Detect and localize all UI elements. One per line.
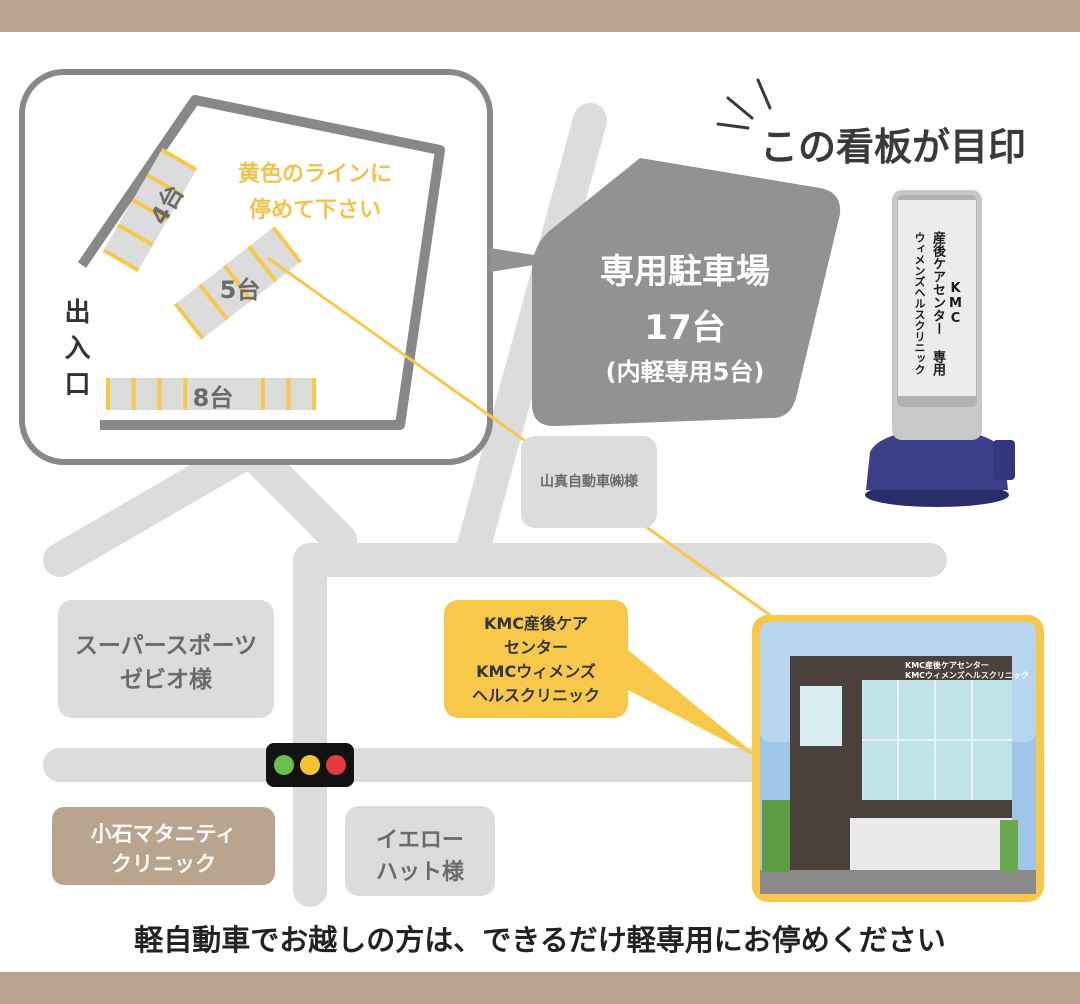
yellowhat-line2: ハット様 [375,860,464,885]
parking-callout-box [532,158,841,427]
sign-col2: 産後ケアセンター 専用 [930,230,945,376]
clinic-callout: KMC産後ケア センター KMCウィメンズ ヘルスクリニック [444,600,628,718]
building-sign-line1: KMC産後ケアセンター [905,661,989,670]
footer-note: 軽自動車でお越しの方は、できるだけ軽専用にお停めください [134,923,946,957]
building-sign-line2: KMCウィメンズヘルスクリニック [905,671,1029,680]
parking-pointer [490,248,565,272]
stall-group-8 [106,378,316,410]
yamashin-label: 山真自動車㈱様 [540,474,638,490]
building-photo [752,615,1044,902]
parking-count: 17台 [644,308,726,348]
xebio-line2: ゼビオ様 [120,667,212,693]
clinic-line4: ヘルスクリニック [471,686,600,705]
clinic-pointer [628,650,762,760]
yellow-note-line1: 黄色のラインに [237,162,392,187]
parking-title: 専用駐車場 [600,252,770,292]
emphasis-marks [716,78,772,130]
signboard-illustration [865,190,1015,507]
landmark-heading: この看板が目印 [760,125,1027,169]
bottom-band [0,972,1080,1004]
lot-label-5: 5台 [219,276,261,304]
xebio-line1: スーパースポーツ [74,633,258,659]
lot-label-8: 8台 [192,384,234,412]
stall-group-5 [174,226,302,340]
sign-col1: KMC [948,280,963,326]
top-band [0,0,1080,32]
place-yellowhat: イエロー ハット様 [345,806,495,896]
traffic-light [266,743,354,787]
entrance-label: 出入口 [60,298,90,406]
clinic-line1: KMC産後ケア [483,614,589,633]
clinic-line2: センター [503,638,568,657]
traffic-light-lamp [300,755,320,775]
place-yamashin: 山真自動車㈱様 [521,436,657,528]
koishi-line1: 小石マタニティ [90,822,237,846]
clinic-line3: KMCウィメンズ [476,662,596,681]
parking-lot-outline [77,95,445,430]
parking-note: (内軽専用5台) [605,358,765,386]
sign-col3: ウィメンズヘルスクリニック [913,231,926,375]
route-line [267,256,771,617]
koishi-line2: クリニック [111,852,216,876]
yellow-note-line2: 停めて下さい [248,198,381,223]
traffic-light-lamp [326,755,346,775]
traffic-light-lamp [274,755,294,775]
yellowhat-line1: イエロー [376,828,464,853]
place-koishi: 小石マタニティ クリニック [52,807,275,885]
roads [43,103,947,907]
stall-group-4 [102,148,198,272]
place-xebio: スーパースポーツ ゼビオ様 [58,600,274,718]
